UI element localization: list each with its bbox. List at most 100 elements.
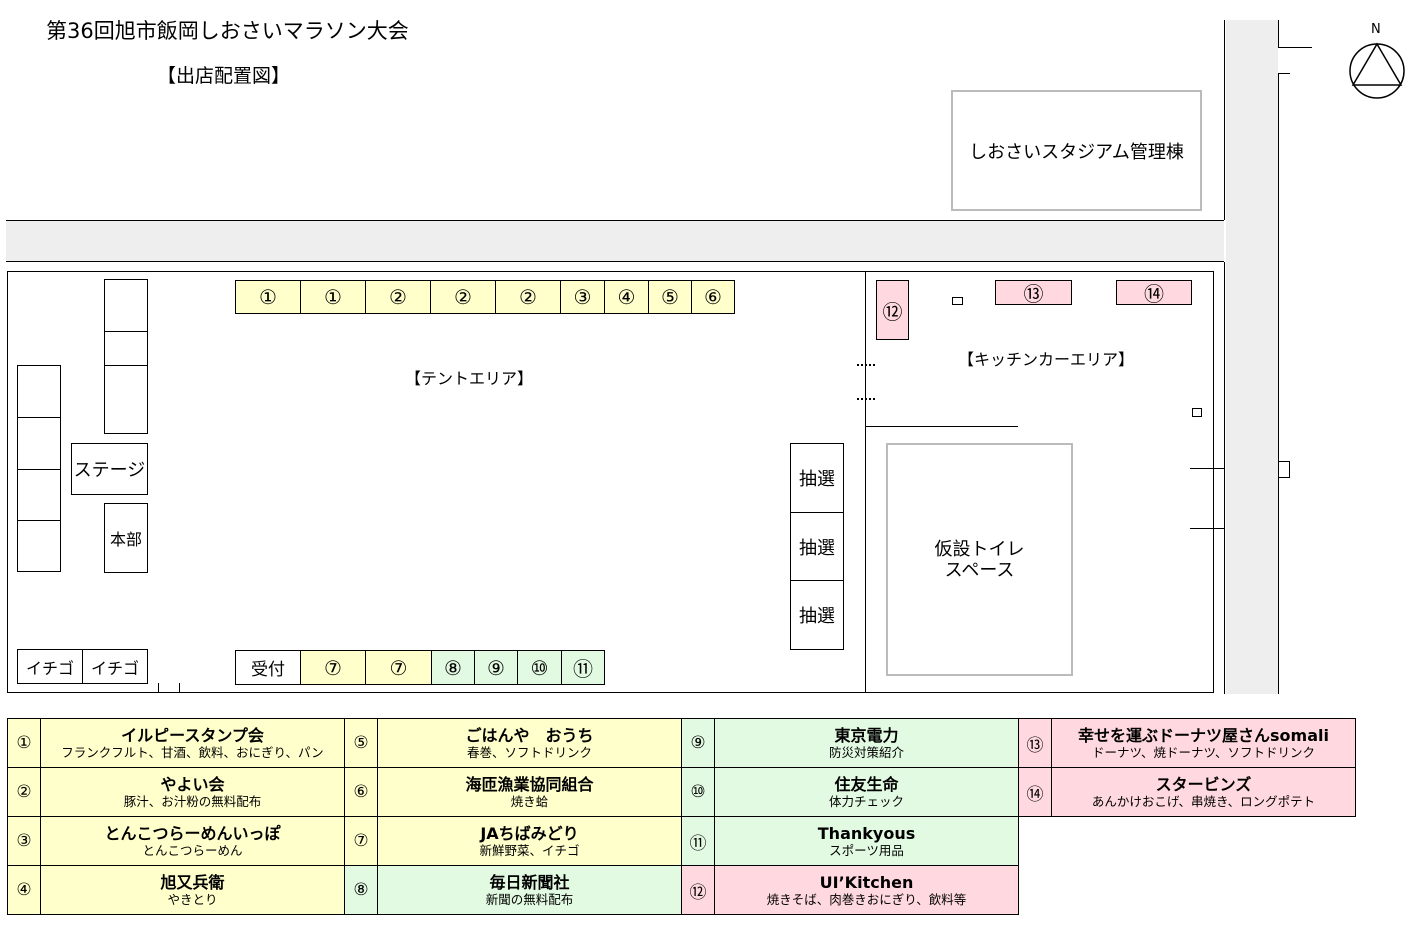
legend-number: ③ (7, 816, 41, 866)
toilet-label-line2: スペース (944, 559, 1015, 581)
north-compass-icon: N (1346, 22, 1408, 102)
vendor-description: 体力チェック (828, 794, 904, 809)
tent-area-label: 【テントエリア】 (405, 369, 534, 388)
honbu: 本部 (104, 503, 148, 573)
legend-number: ⑦ (344, 816, 378, 866)
vendor-name: 海匝漁業協同組合 (465, 775, 594, 794)
lottery-label: 抽選 (799, 537, 835, 559)
legend-vendor: 海匝漁業協同組合焼き蛤 (377, 767, 682, 817)
legend-vendor: 旭又兵衛やきとり (40, 865, 345, 915)
booth-bottom: ⑨ (474, 650, 518, 685)
booth-number: ② (454, 285, 472, 309)
vendor-description: 春巻、ソフトドリンク (466, 745, 592, 760)
road-horizontal (6, 220, 1224, 262)
booth-number: ⑫ (882, 299, 903, 324)
toilet-space: 仮設トイレ スペース (886, 443, 1073, 676)
lottery-label: 抽選 (799, 469, 835, 490)
booth-number: ② (519, 285, 537, 309)
legend-number: ② (7, 767, 41, 817)
vendor-name: 住友生命 (834, 775, 899, 794)
vendor-name: ごはんや おうち (465, 726, 594, 745)
vendor-description: 焼きそば、肉巻きおにぎり、飲料等 (766, 892, 967, 907)
ichigo-label: イチゴ (25, 658, 74, 678)
small-marker (1192, 408, 1202, 417)
vendor-description: 防災対策紹介 (828, 745, 904, 760)
legend-number: ⑬ (1018, 718, 1052, 768)
booth-number: ⑤ (661, 285, 679, 309)
lottery-booth: 抽選 (790, 580, 844, 650)
booth-bottom: ⑪ (561, 650, 605, 685)
booth-top: ⑤ (648, 280, 692, 314)
uketsuke-booth: 受付 (235, 650, 301, 685)
lottery-booth: 抽選 (790, 443, 844, 513)
vendor-description: あんかけおこげ、串焼き、ロングポテト (1091, 794, 1316, 809)
kitchen-booth-14: ⑭ (1116, 280, 1192, 306)
legend-number: ⑭ (1018, 767, 1052, 817)
stage-label: ステージ (73, 460, 146, 481)
vendor-name: 毎日新聞社 (489, 873, 570, 892)
booth-number: ⑭ (1144, 282, 1164, 306)
vendor-name: スタービンズ (1155, 775, 1252, 794)
kitchen-booth-13: ⑬ (995, 280, 1072, 306)
vendor-name: 東京電力 (834, 726, 899, 745)
booth-number: ⑧ (444, 655, 462, 680)
booth-number: ⑪ (573, 657, 593, 681)
north-label: N (1371, 22, 1381, 37)
legend-number: ④ (7, 865, 41, 915)
legend-number: ⑩ (681, 767, 715, 817)
legend-vendor: JAちばみどり新鮮野菜、イチゴ (377, 816, 682, 866)
vendor-name: イルピースタンプ会 (121, 726, 264, 745)
vendor-name: 旭又兵衛 (160, 873, 225, 892)
honbu-label: 本部 (109, 530, 142, 549)
vendor-name: 幸せを運ぶドーナツ屋さんsomali (1078, 726, 1329, 745)
vendor-name: とんこつらーめんいっぽ (104, 824, 281, 843)
booth-top: ③ (560, 280, 605, 314)
legend-vendor: ごはんや おうち春巻、ソフトドリンク (377, 718, 682, 768)
small-marker (952, 297, 963, 305)
road-gate (1278, 461, 1290, 478)
ichigo-booth: イチゴ (17, 649, 83, 684)
vendor-description: フランクフルト、甘酒、飲料、おにぎり、パン (61, 745, 324, 760)
booth-number: ⑬ (1023, 282, 1044, 306)
booth-bottom: ⑩ (517, 650, 562, 685)
booth-top: ② (430, 280, 496, 314)
legend-vendor: とんこつらーめんいっぽとんこつらーめん (40, 816, 345, 866)
legend-number: ⑥ (344, 767, 378, 817)
booth-number: ④ (617, 285, 636, 309)
kitchen-car-area-label: 【キッチンカーエリア】 (958, 350, 1135, 369)
legend-number: ⑫ (681, 865, 715, 915)
vendor-description: ドーナツ、焼ドーナツ、ソフトドリンク (1091, 745, 1315, 760)
booth-number: ⑦ (389, 655, 408, 680)
legend-number: ⑪ (681, 816, 715, 866)
booth-number: ① (259, 285, 277, 309)
management-building: しおさいスタジアム管理棟 (951, 90, 1202, 211)
vendor-description: 豚汁、お汁粉の無料配布 (123, 794, 262, 809)
ichigo-booth: イチゴ (82, 649, 148, 684)
uketsuke-label: 受付 (251, 660, 285, 680)
booth-number: ② (389, 285, 407, 309)
legend-vendor: イルピースタンプ会フランクフルト、甘酒、飲料、おにぎり、パン (40, 718, 345, 768)
kitchen-booth-12: ⑫ (876, 280, 909, 340)
vendor-name: UI’Kitchen (819, 873, 914, 892)
legend-number: ⑨ (681, 718, 715, 768)
road-vertical (1226, 20, 1278, 694)
booth-top: ① (235, 280, 301, 314)
booth-bottom: ⑧ (431, 650, 475, 685)
vendor-name: JAちばみどり (480, 824, 579, 843)
booth-number: ⑨ (487, 655, 505, 680)
vendor-description: 新聞の無料配布 (485, 892, 574, 907)
map-subtitle: 【出店配置図】 (157, 65, 291, 87)
vendor-description: 焼き蛤 (510, 794, 549, 809)
booth-top: ① (300, 280, 366, 314)
legend-vendor: やよい会豚汁、お汁粉の無料配布 (40, 767, 345, 817)
legend-vendor: 毎日新聞社新聞の無料配布 (377, 865, 682, 915)
legend-number: ⑧ (344, 865, 378, 915)
booth-number: ⑥ (704, 285, 722, 309)
booth-number: ⑦ (324, 655, 342, 680)
